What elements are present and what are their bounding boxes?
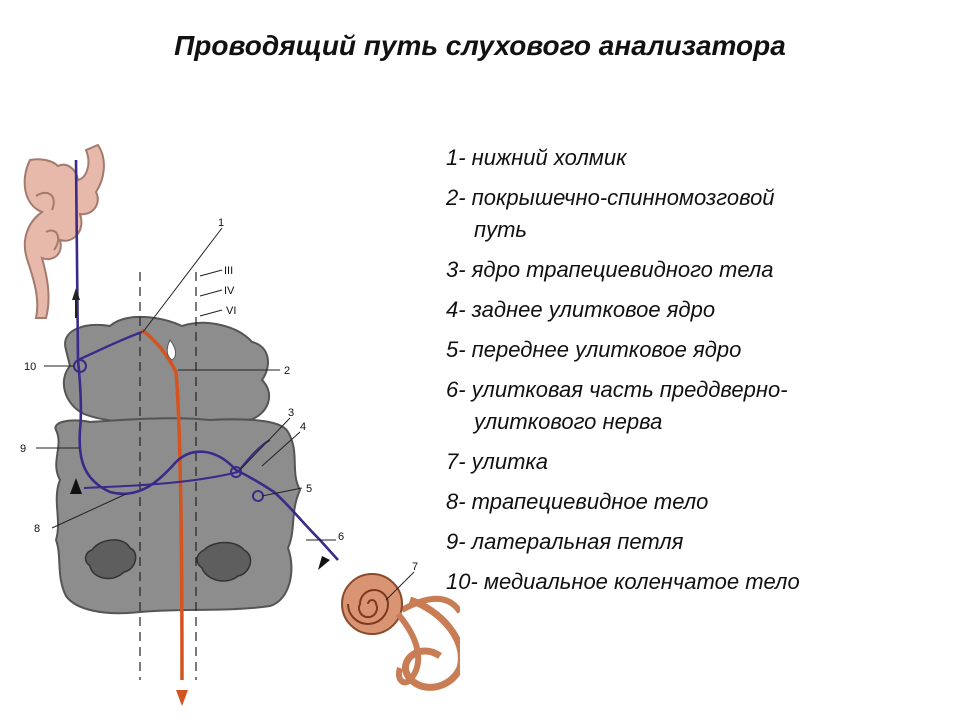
label-9: 9 xyxy=(20,443,26,455)
label-10: 10 xyxy=(24,361,36,373)
cortex-gyrus xyxy=(23,143,105,319)
label-4: 4 xyxy=(300,421,306,433)
cochlea-illustration xyxy=(341,573,460,691)
medulla-section xyxy=(54,417,302,615)
auditory-pathway-diagram: 1 2 3 4 5 6 7 8 9 10 III IV VI xyxy=(20,143,460,706)
slide-title: Проводящий путь слухового анализатора xyxy=(174,30,786,61)
tectospinal-tract xyxy=(140,328,184,681)
label-2: 2 xyxy=(284,365,290,377)
label-7: 7 xyxy=(412,561,418,573)
label-3: 3 xyxy=(288,407,294,419)
legend-item: 10- медиальное коленчатое тело xyxy=(446,569,800,594)
legend-item: 4- заднее улитковое ядро xyxy=(446,297,716,322)
legend-item: 7- улитка xyxy=(446,449,549,474)
label-8: 8 xyxy=(34,523,40,535)
label-5: 5 xyxy=(306,483,312,495)
label-roman-4: IV xyxy=(224,285,235,297)
label-roman-6: VI xyxy=(226,305,236,317)
legend-list: 1- нижний холмик 2- покрышечно-спинномоз… xyxy=(446,142,916,606)
legend-item: 5- переднее улитковое ядро xyxy=(446,337,742,362)
label-1: 1 xyxy=(218,217,224,229)
legend-item: 3- ядро трапециевидного тела xyxy=(446,257,774,282)
label-roman-3: III xyxy=(224,265,233,277)
legend-item: 9- латеральная петля xyxy=(446,529,684,554)
legend-item: 8- трапециевидное тело xyxy=(446,489,709,514)
label-6: 6 xyxy=(338,531,344,543)
legend-item: 6- улитковая часть преддверно-улиткового… xyxy=(446,377,788,434)
auditory-pathway xyxy=(74,159,339,561)
legend-item: 1- нижний холмик xyxy=(446,145,627,170)
